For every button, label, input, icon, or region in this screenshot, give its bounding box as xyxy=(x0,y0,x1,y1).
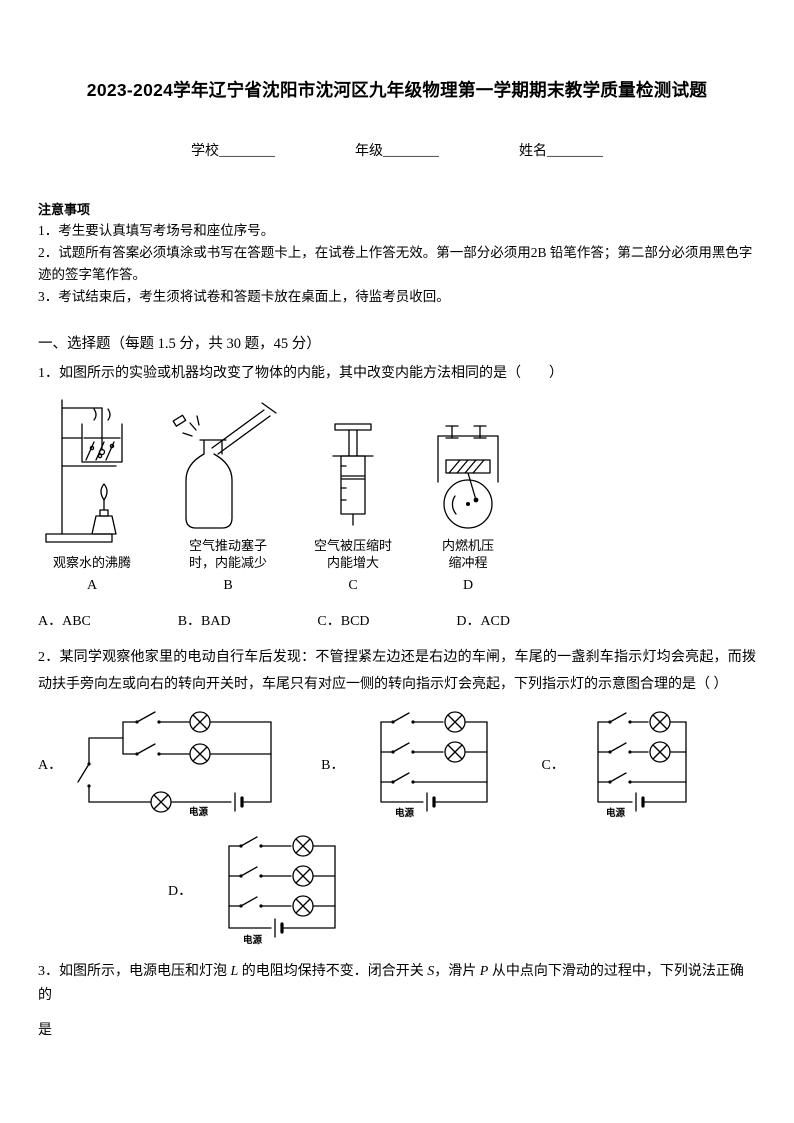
notice-section: 注意事项 1．考生要认真填写考场号和座位序号。 2．试题所有答案必须填涂或书写在… xyxy=(38,200,756,308)
notice-item-2: 2．试题所有答案必须填涂或书写在答题卡上，在试卷上作答无效。第一部分必须用2B … xyxy=(38,245,753,282)
question-1-text: 1．如图所示的实验或机器均改变了物体的内能，其中改变内能方法相同的是（ ） xyxy=(38,366,563,381)
circuit-a-label: A． xyxy=(38,758,63,773)
question-1-options: A．ABC B．BAD C．BCD D．ACD xyxy=(38,610,510,630)
power-label: 电源 xyxy=(189,806,209,818)
option-d: D．ACD xyxy=(456,614,510,629)
option-a: A．ABC xyxy=(38,614,91,629)
figure-d-column: 内燃机压 缩冲程 D xyxy=(422,424,514,594)
slider-symbol: P xyxy=(479,964,489,979)
notice-item-1: 1．考生要认真填写考场号和座位序号。 xyxy=(38,223,275,238)
notice-heading: 注意事项 xyxy=(38,202,91,217)
name-field: 姓名________ xyxy=(519,144,603,159)
figure-b-caption: 空气推动塞子 时，内能减少 xyxy=(188,538,267,570)
page-title: 2023-2024学年辽宁省沈阳市沈河区九年级物理第一学期期末教学质量检测试题 xyxy=(86,80,708,100)
boiling-water-figure xyxy=(45,399,123,543)
school-field: 学校________ xyxy=(191,144,275,159)
circuit-b-label: B． xyxy=(321,758,345,773)
notice-item-3: 3．考试结束后，考生须将试卷和答题卡放在桌面上，待监考员收回。 xyxy=(38,289,450,304)
figure-c-caption: 空气被压缩时 内能增大 xyxy=(314,538,393,570)
section-1-heading: 一、选择题（每题 1.5 分，共 30 题，45 分） xyxy=(38,336,321,352)
circuit-d-group: D． xyxy=(168,832,756,948)
figure-a-caption: 观察水的沸腾 xyxy=(52,555,131,570)
circuit-a-group: A． xyxy=(38,708,279,820)
option-b: B．BAD xyxy=(177,614,231,629)
question-3-text-continued: 是 xyxy=(38,1023,52,1038)
circuit-c-label: C． xyxy=(541,758,565,773)
figure-a-letter: A xyxy=(86,578,98,593)
circuit-d-diagram: 电源 xyxy=(228,835,336,946)
power-label: 电源 xyxy=(243,934,263,946)
syringe-figure xyxy=(332,423,374,526)
figure-b-column: 空气推动塞子 时，内能减少 B xyxy=(172,402,284,594)
figure-c-letter: C xyxy=(348,578,358,593)
figure-b-letter: B xyxy=(223,578,233,593)
engine-figure xyxy=(437,425,499,529)
bottle-stopper-figure xyxy=(172,402,277,529)
circuit-d-label: D． xyxy=(168,884,193,899)
question-2-circuits: A． xyxy=(38,708,756,820)
header-fields: 学校________ 年级________ 姓名________ xyxy=(38,140,756,160)
circuit-c-diagram: 电源 xyxy=(597,711,687,819)
question-1-figures: 观察水的沸腾 A 空气推动塞子 xyxy=(42,394,756,594)
figure-c-column: 空气被压缩时 内能增大 C xyxy=(314,420,392,594)
switch-symbol: S xyxy=(427,964,435,979)
power-label: 电源 xyxy=(606,807,626,819)
question-3-text: 3．如图所示，电源电压和灯泡 L 的电阻均保持不变．闭合开关 S，滑片 P 从中… xyxy=(38,964,744,1003)
figure-d-letter: D xyxy=(462,578,474,593)
grade-field: 年级________ xyxy=(355,144,439,159)
lamp-symbol: L xyxy=(230,964,239,979)
circuit-c-group: C． xyxy=(541,708,697,820)
figure-a-column: 观察水的沸腾 A xyxy=(42,394,142,594)
question-2-text: 2．某同学观察他家里的电动自行车后发现：不管捏紧左边还是右边的车闸，车尾的一盏刹… xyxy=(38,650,756,692)
circuit-b-diagram: 电源 xyxy=(380,711,489,819)
circuit-a-diagram: 电源 xyxy=(77,711,272,818)
option-c: C．BCD xyxy=(317,614,370,629)
circuit-b-group: B． xyxy=(321,708,499,820)
figure-d-caption: 内燃机压 缩冲程 xyxy=(442,538,495,570)
power-label: 电源 xyxy=(395,807,415,819)
